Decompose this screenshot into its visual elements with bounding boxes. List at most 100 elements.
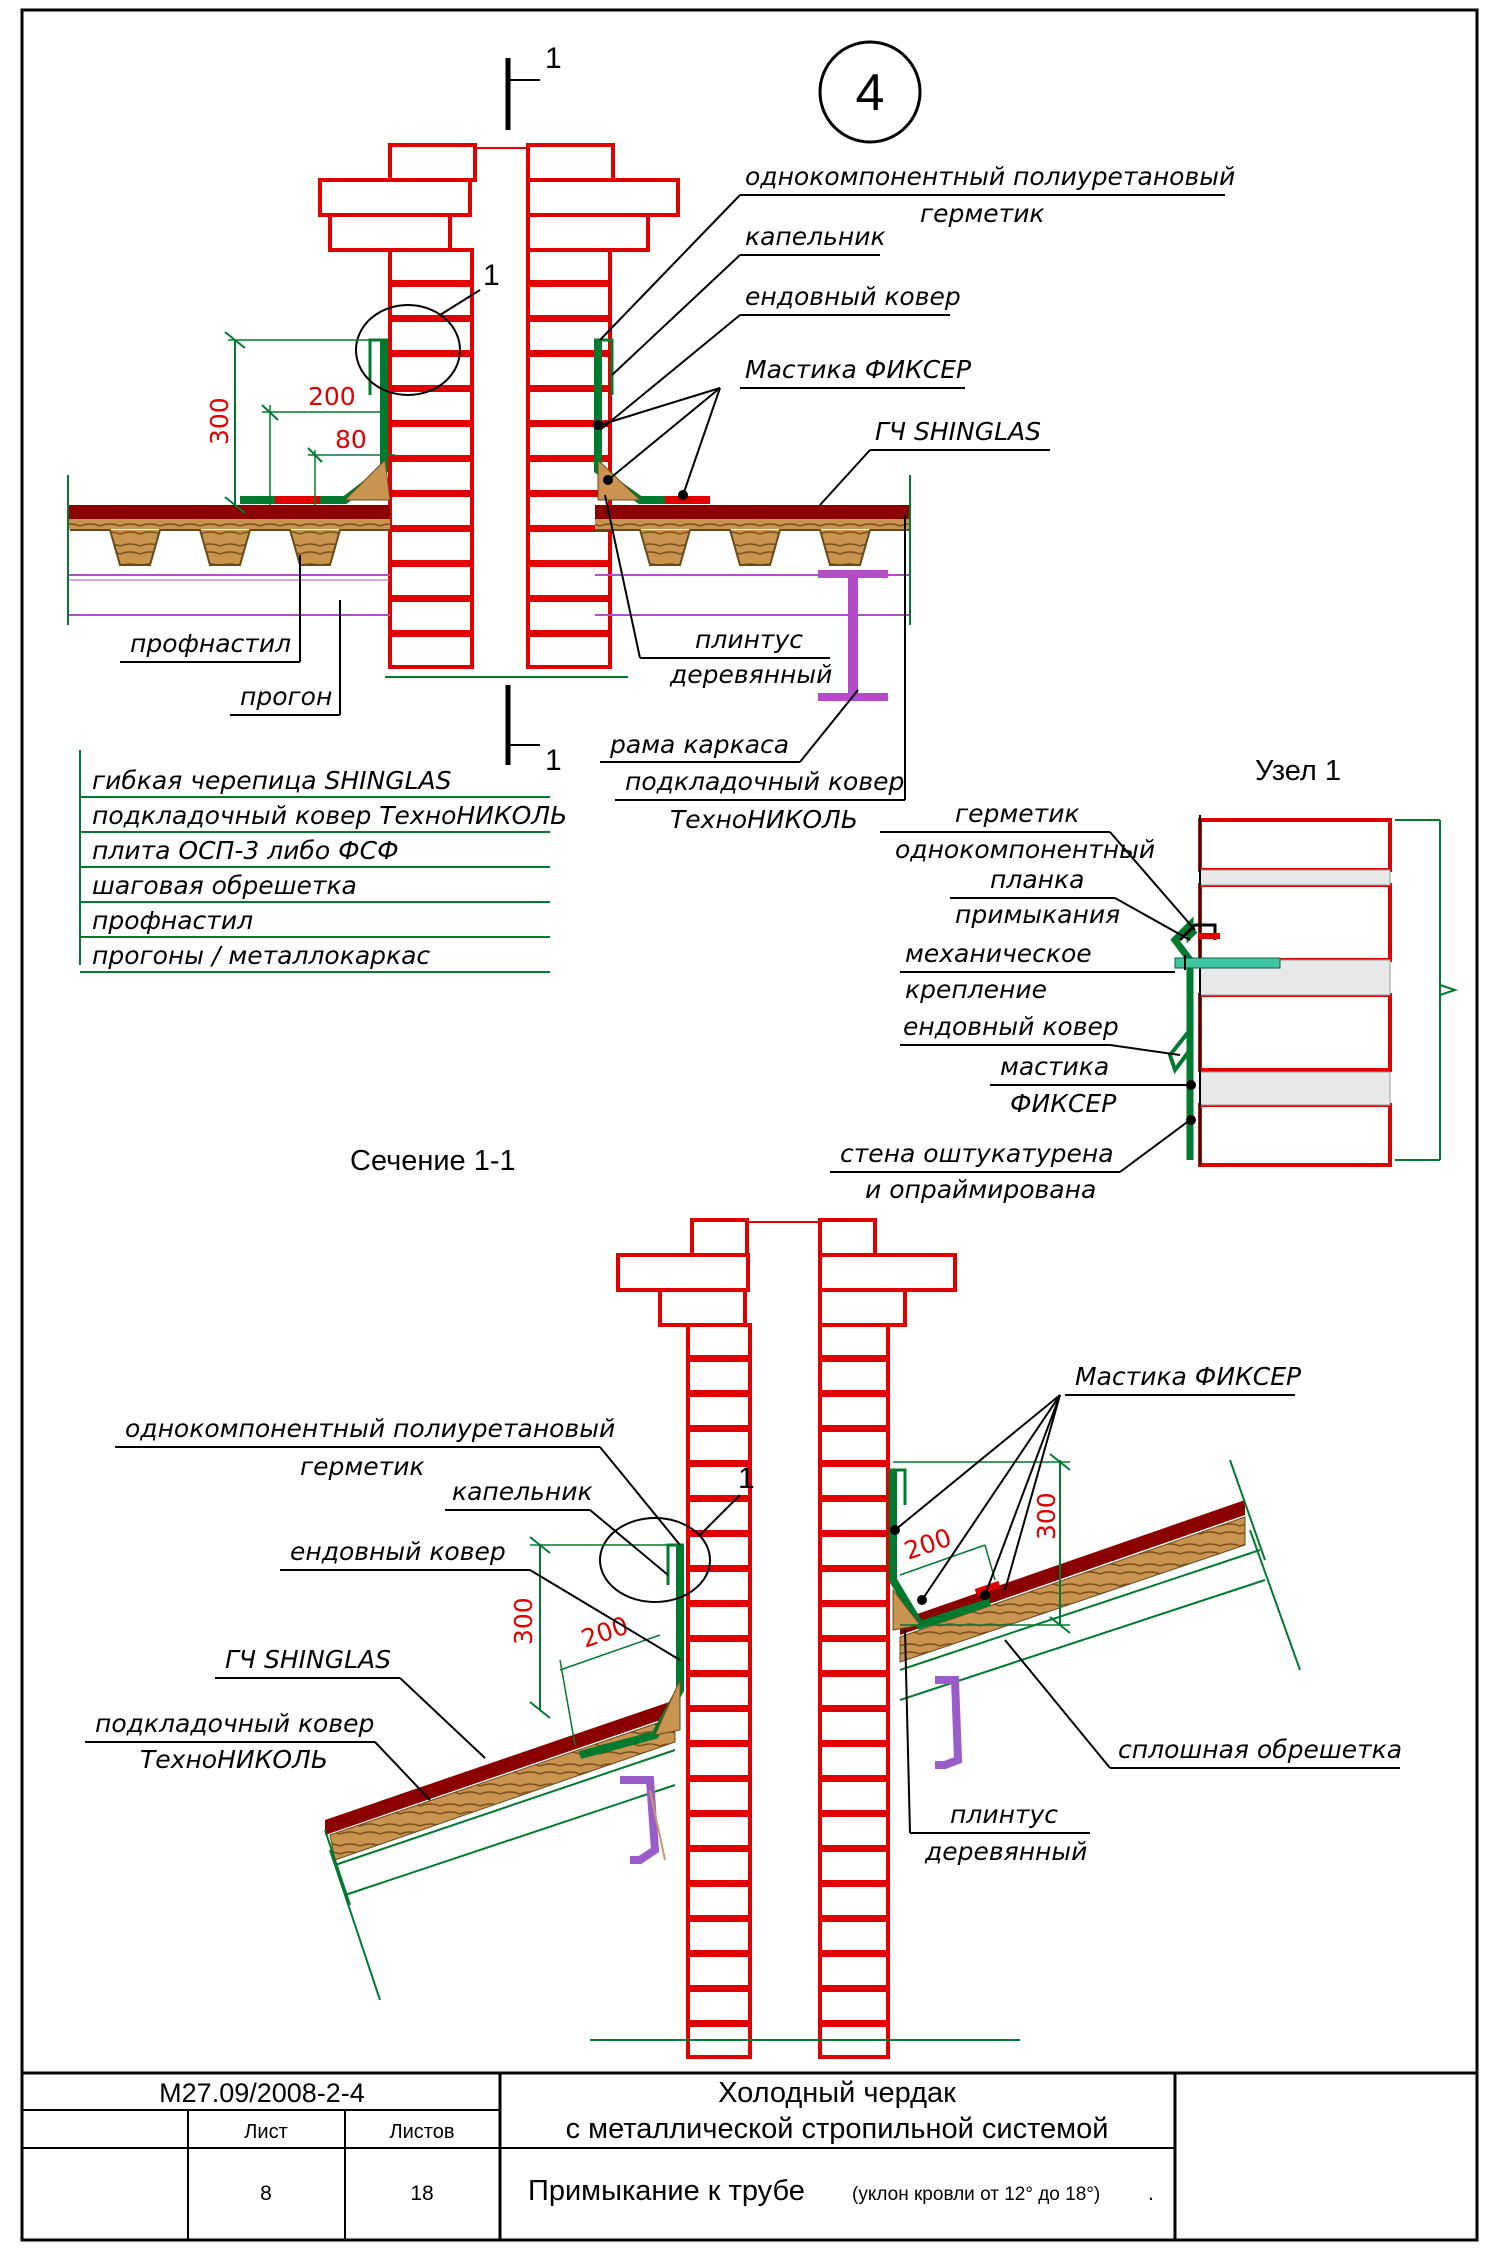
mortar-joint: [1199, 1071, 1391, 1106]
brick: [686, 1323, 752, 1359]
brick: [686, 1813, 752, 1849]
section-label-sealant-2: герметик: [300, 1452, 425, 1481]
label-deck: профнастил: [130, 629, 291, 658]
node1-strip-2: планка: [990, 865, 1084, 894]
layer-label: шаговая обрешетка: [92, 871, 357, 900]
brick: [526, 143, 615, 182]
section-label-plinth-2: деревянный: [924, 1837, 1087, 1866]
layer-label: прогоны / металлокаркас: [92, 941, 430, 970]
subject-dot: .: [1148, 2182, 1154, 2205]
brick: [818, 1323, 890, 1359]
dimensions-top: 300 200 80: [205, 331, 395, 514]
title-line-1: Холодный чердак: [718, 2077, 956, 2109]
label-sealant: однокомпонентный полиуретановый: [745, 162, 1235, 191]
brick: [526, 283, 612, 319]
brick: [686, 1953, 752, 1989]
brick: [686, 1778, 752, 1814]
chimney-top: [318, 143, 680, 678]
dim-80: 80: [335, 425, 367, 454]
brick: [818, 1743, 890, 1779]
sheets-total: 18: [410, 2182, 433, 2205]
node1-labels: герметик однокомпонентный планка примыка…: [830, 799, 1196, 1204]
brick: [818, 1813, 890, 1849]
node-number: 4: [856, 64, 885, 122]
label-mastic: Мастика ФИКСЕР: [745, 355, 972, 384]
title-line-2: с металлической стропильной системой: [566, 2113, 1109, 2145]
node1-fix-2: крепление: [905, 975, 1047, 1004]
brick: [388, 598, 474, 634]
brick: [686, 1533, 752, 1569]
brick: [818, 1708, 890, 1744]
brick: [686, 1428, 752, 1464]
label-drip: капельник: [745, 222, 886, 251]
brick: [388, 528, 474, 564]
brick: [818, 1218, 877, 1257]
top-left-bottom-labels: профнастил прогон: [120, 555, 341, 716]
top-right-bottom-labels: плинтус деревянный рама каркаса подкладо…: [600, 494, 906, 834]
brick: [526, 248, 612, 284]
section-callout-number: 1: [738, 1462, 755, 1495]
doc-code: М27.09/2008-2-4: [159, 2078, 365, 2108]
node1-valley: ендовный ковер: [903, 1012, 1119, 1041]
section-label-drip: капельник: [452, 1477, 593, 1506]
label-valley: ендовный ковер: [745, 282, 961, 311]
sheet-frame: [20, 8, 1479, 2242]
top-detail: 4 1 1: [67, 40, 1235, 973]
brick: [818, 1393, 890, 1429]
top-right-labels: однокомпонентный полиуретановый герметик…: [599, 162, 1235, 506]
node1-wall-label: стена оштукатурена: [840, 1139, 1114, 1168]
label-underlay: подкладочный ковер: [625, 767, 904, 796]
brick: [318, 178, 472, 217]
sheet-number: 8: [260, 2182, 272, 2205]
brick: [818, 1288, 907, 1327]
brick: [1198, 1103, 1392, 1167]
brick: [686, 1708, 752, 1744]
mortar-joint: [1199, 869, 1391, 886]
brick: [388, 563, 474, 599]
brick: [818, 1953, 890, 1989]
layer-label: профнастил: [92, 906, 253, 935]
node1-strip-3: примыкания: [955, 900, 1120, 929]
dim-300: 300: [205, 397, 234, 445]
node1-mastic-2: ФИКСЕР: [1010, 1089, 1117, 1118]
brick: [1198, 993, 1392, 1072]
section-mark-label: 1: [545, 42, 562, 75]
sheet-label: Лист: [244, 2121, 287, 2143]
section-right-labels: Мастика ФИКСЕР сплошная обрешетка плинту…: [894, 1362, 1402, 1866]
section-flashing-right: [889, 1468, 1001, 1631]
brick: [686, 1463, 752, 1499]
brick: [388, 633, 474, 669]
label-sealant-2: герметик: [920, 199, 1045, 228]
brick: [818, 1638, 890, 1674]
brick: [526, 633, 612, 669]
node1-fix: механическое: [905, 939, 1092, 968]
node1-wall: [1198, 815, 1392, 1167]
title-block: М27.09/2008-2-4 Лист Листов 8 18 Холодны…: [22, 2071, 1477, 2240]
section-label-underlay: подкладочный ковер: [95, 1709, 374, 1738]
brick: [818, 1778, 890, 1814]
brick: [388, 283, 474, 319]
section-callout-circle: [599, 1517, 711, 1603]
brick: [686, 1358, 752, 1394]
subject-note: (уклон кровли от 12° до 18°): [852, 2184, 1100, 2205]
brick: [818, 1988, 890, 2024]
brick: [526, 528, 612, 564]
brick: [388, 458, 474, 494]
brick: [686, 1638, 752, 1674]
brick: [616, 1253, 750, 1292]
brick: [1198, 883, 1392, 962]
node1-mastic: мастика: [1000, 1052, 1109, 1081]
label-plinth: плинтус: [695, 625, 803, 654]
brick: [686, 1603, 752, 1639]
brick: [818, 1673, 890, 1709]
sheets-label: Листов: [390, 2121, 455, 2143]
section-label-valley: ендовный ковер: [290, 1537, 506, 1566]
label-underlay-2: ТехноНИКОЛЬ: [670, 805, 858, 834]
brick: [686, 1883, 752, 1919]
brick: [328, 213, 452, 252]
section-label-shingle: ГЧ SHINGLAS: [225, 1645, 391, 1674]
section-1-1: Сечение 1-1: [85, 1145, 1402, 2059]
brick: [818, 1918, 890, 1954]
brick: [686, 1988, 752, 2024]
brick: [690, 1218, 749, 1257]
